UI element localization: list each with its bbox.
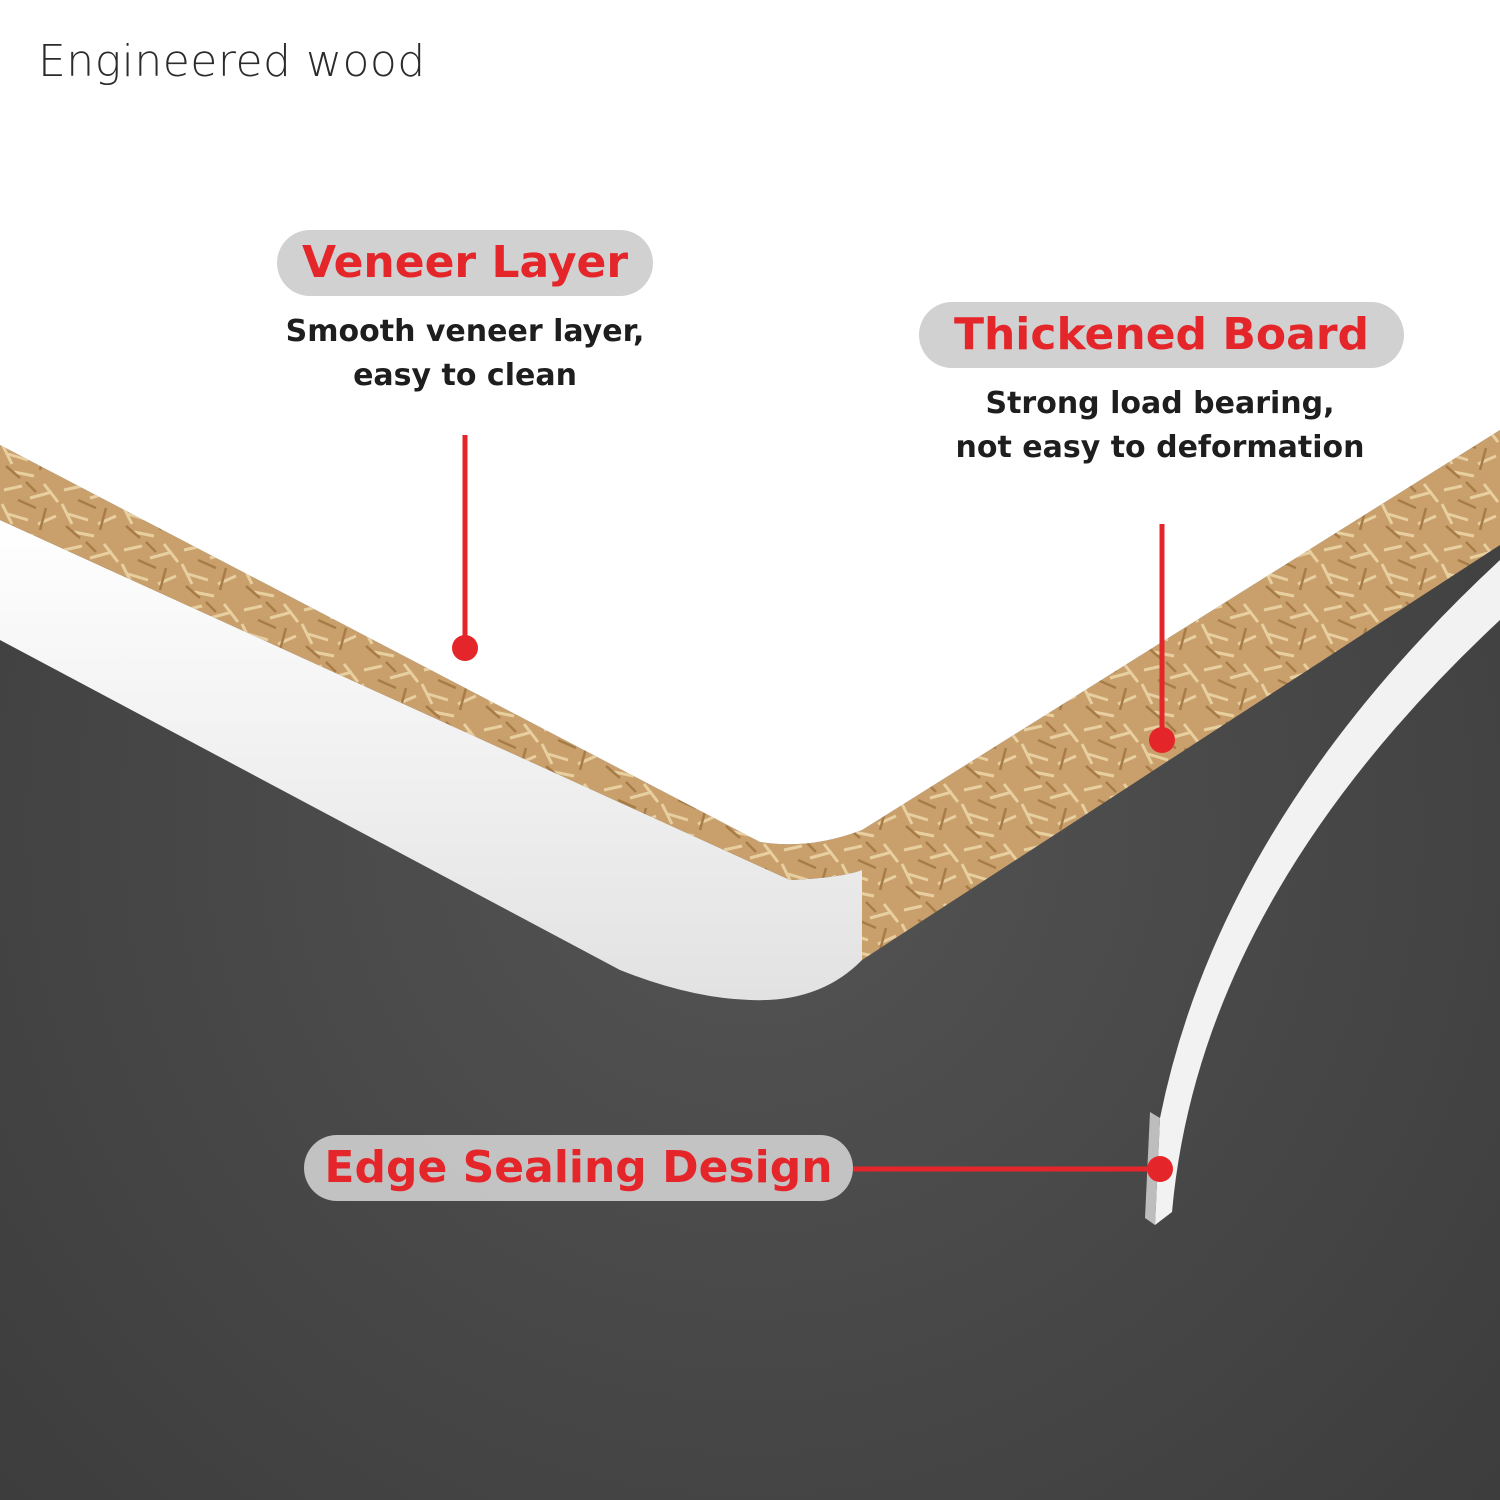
veneer-layer-description: Smooth veneer layer, easy to clean (265, 310, 665, 398)
particle-board-edge (0, 430, 1500, 960)
edge-band-front (0, 520, 862, 1001)
veneer-desc-line-2: easy to clean (353, 358, 577, 393)
page-title: Engineered wood (38, 36, 426, 87)
thickened-board-description: Strong load bearing, not easy to deforma… (920, 382, 1400, 470)
veneer-top-surface (0, 0, 1500, 845)
veneer-desc-line-1: Smooth veneer layer, (285, 314, 645, 349)
edge-sealing-strip (1155, 560, 1500, 1225)
thickened-board-label: Thickened Board (919, 302, 1404, 368)
veneer-layer-label: Veneer Layer (277, 230, 653, 296)
board-desc-line-2: not easy to deformation (955, 430, 1365, 465)
edge-pointer-dot (1147, 1156, 1173, 1182)
edge-sealing-label: Edge Sealing Design (304, 1135, 853, 1201)
veneer-pointer-dot (452, 635, 478, 661)
board-pointer-dot (1149, 727, 1175, 753)
board-desc-line-1: Strong load bearing, (985, 386, 1335, 421)
